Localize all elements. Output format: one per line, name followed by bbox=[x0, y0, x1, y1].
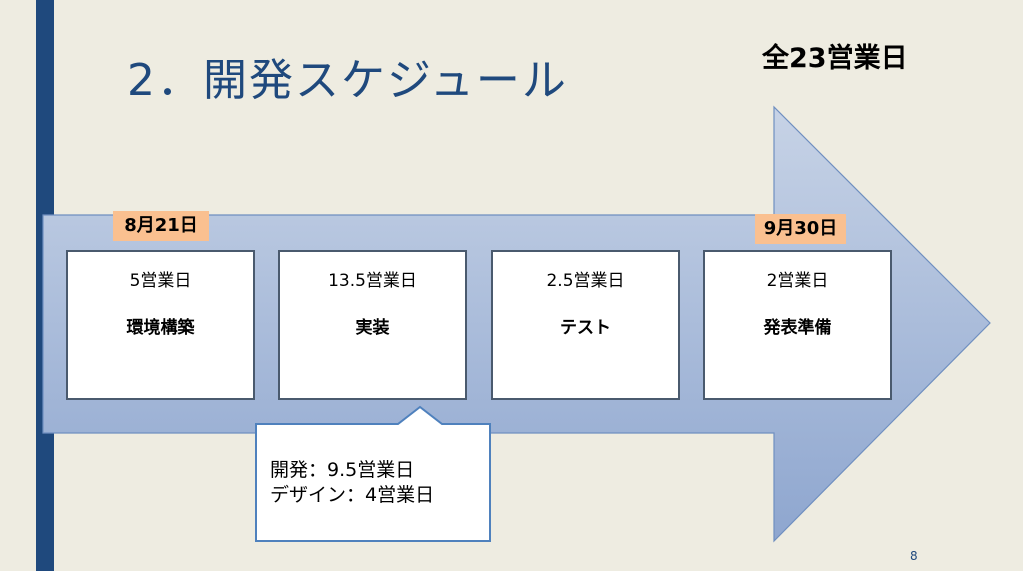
phase-implementation: 13.5営業日 実装 bbox=[278, 250, 467, 400]
phase-days: 13.5営業日 bbox=[328, 271, 417, 291]
page-number: 8 bbox=[910, 549, 918, 563]
slide-title: 2．開発スケジュール bbox=[127, 55, 568, 106]
phase-presentation-prep: 2営業日 発表準備 bbox=[703, 250, 892, 400]
start-date-badge: 8月21日 bbox=[113, 211, 209, 241]
phase-testing: 2.5営業日 テスト bbox=[491, 250, 680, 400]
phase-name: 実装 bbox=[355, 318, 390, 338]
phase-name: 環境構築 bbox=[126, 318, 195, 338]
phase-days: 2営業日 bbox=[766, 271, 829, 291]
phase-days: 5営業日 bbox=[129, 271, 192, 291]
callout-design-days: デザイン：4営業日 bbox=[270, 484, 435, 506]
callout-dev-days: 開発：9.5営業日 bbox=[270, 459, 415, 481]
end-date-badge: 9月30日 bbox=[755, 214, 846, 244]
phase-name: テスト bbox=[560, 318, 611, 338]
total-days: 全23営業日 bbox=[762, 43, 908, 74]
phase-environment-setup: 5営業日 環境構築 bbox=[66, 250, 255, 400]
phase-days: 2.5営業日 bbox=[546, 271, 625, 291]
phase-name: 発表準備 bbox=[763, 318, 832, 338]
callout-text: 開発：9.5営業日 デザイン：4営業日 bbox=[270, 458, 434, 508]
